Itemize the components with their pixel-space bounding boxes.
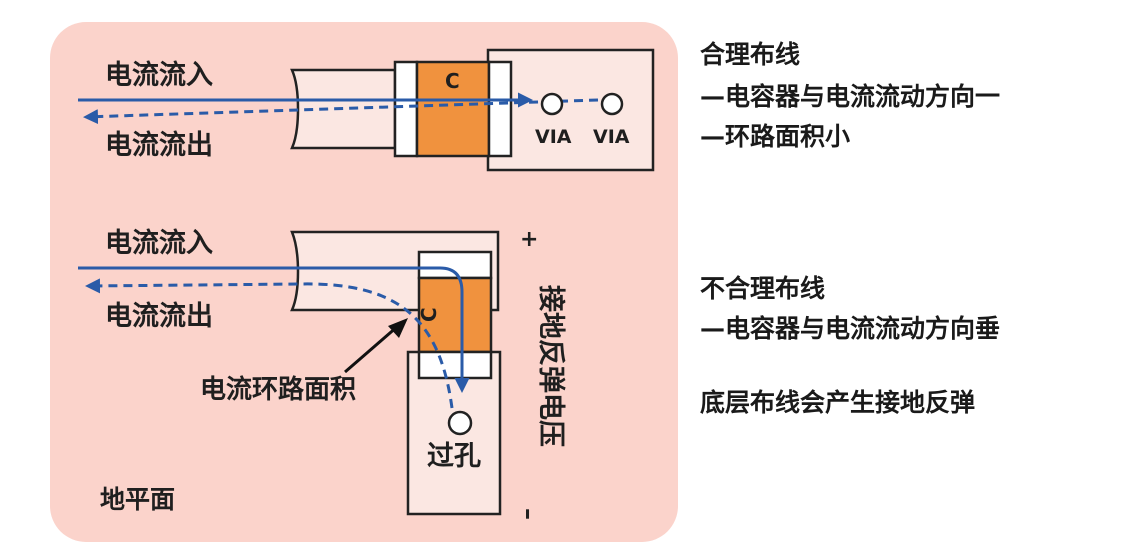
bottom-current-in-arrow (78, 266, 470, 393)
bottom-via-hole (447, 410, 473, 436)
top-via-2-label: VIA (593, 126, 630, 148)
top-capacitor-right-cap (487, 60, 513, 158)
top-capacitor-body (415, 60, 491, 158)
bad-routing-line1: —电容器与电流流动方向垂 (700, 314, 1001, 343)
top-trace (290, 68, 397, 150)
bottom-capacitor-body (417, 276, 493, 354)
bad-routing-line2: 底层布线会产生接地反弹 (700, 388, 976, 417)
bottom-capacitor-label: C (417, 307, 441, 322)
bounce-voltage-label: 接地反弹电压 (535, 285, 566, 447)
top-capacitor-left-cap (393, 60, 419, 158)
loop-area-label: 电流环路面积 (200, 374, 356, 405)
loop-area-pointer (344, 324, 399, 374)
top-capacitor-label: C (445, 69, 460, 93)
top-via-1 (540, 92, 564, 116)
ground-plane-label: 地平面 (100, 485, 175, 514)
minus-sign: – (515, 508, 543, 520)
loop-area-pointer-head (388, 318, 408, 338)
top-via-1-label: VIA (535, 126, 572, 148)
good-routing-title: 合理布线 (700, 40, 801, 69)
bottom-via-hole-label: 过孔 (427, 441, 481, 472)
top-right-pad (486, 48, 655, 172)
bottom-current-out-label: 电流流出 (105, 301, 213, 332)
good-routing-line2: —环路面积小 (700, 122, 851, 151)
top-current-in-label: 电流流入 (105, 60, 213, 91)
good-routing-line1: —电容器与电流流动方向一 (700, 82, 1001, 111)
bad-routing-title: 不合理布线 (700, 274, 826, 303)
bottom-current-in-label: 电流流入 (105, 228, 213, 259)
bottom-current-out-arrow (85, 278, 454, 409)
top-current-out-label: 电流流出 (105, 130, 213, 161)
top-current-out-arrow (83, 98, 599, 125)
bottom-capacitor-bottom-cap (417, 350, 493, 380)
top-via-2 (600, 92, 624, 116)
plus-sign: + (520, 227, 538, 252)
